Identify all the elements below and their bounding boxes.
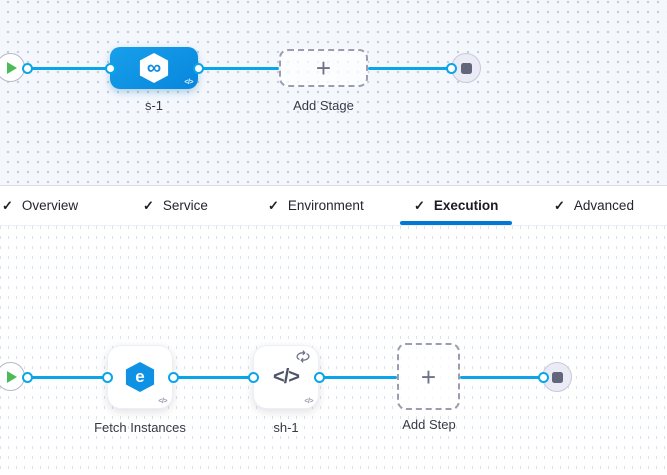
edge-sh1-to-addstep [319,375,397,379]
port-sh1-out [313,371,325,383]
plus-icon: + [420,361,437,392]
port-fetch-in [101,371,113,383]
port-sh1-in [247,371,259,383]
stop-icon [551,371,563,383]
port-end [445,62,457,74]
loop-strategy-icon [295,350,311,368]
port-exec-start [21,371,33,383]
add-step-label: Add Step [402,417,456,432]
stage-node-s1[interactable]: ∞ </> [110,47,198,89]
step-label-fetch-instances: Fetch Instances [94,420,186,435]
yaml-code-icon[interactable]: </> [158,398,167,405]
play-icon [7,370,17,383]
plus-icon: + [315,53,332,83]
edge-stage-to-addstage [198,66,279,70]
stage-config-tabbar: ✓ Overview ✓ Service ✓ Environment ✓ Exe… [0,185,667,226]
port-stage-out [192,62,204,74]
tab-service[interactable]: ✓ Service [143,197,208,214]
check-icon: ✓ [554,197,565,213]
port-stage-in [104,62,116,74]
step-node-fetch-instances[interactable]: e </> [107,345,173,409]
edge-addstep-to-end [460,375,543,379]
add-stage-button[interactable]: + [279,49,368,87]
tab-execution[interactable]: ✓ Execution [398,186,514,225]
port-start [21,62,33,74]
check-icon: ✓ [414,197,425,213]
tab-environment[interactable]: ✓ Environment [268,197,364,214]
stop-icon [460,62,472,74]
check-icon: ✓ [2,197,13,213]
add-stage-label: Add Stage [293,98,354,113]
yaml-code-icon[interactable]: </> [304,398,313,405]
active-tab-underline [400,221,513,225]
play-icon [7,61,17,74]
deploy-stage-icon: ∞ [139,53,169,83]
yaml-code-icon[interactable]: </> [184,79,193,86]
tab-overview[interactable]: ✓ Overview [2,197,79,214]
edge-start-to-stage [24,66,110,70]
add-step-button[interactable]: + [397,343,460,410]
step-label-sh1: sh-1 [273,420,299,435]
shell-script-icon: </> [273,365,300,388]
step-node-sh1[interactable]: </> </> [253,345,319,409]
edge-fetch-to-sh1 [173,375,253,379]
execution-canvas[interactable] [0,226,667,475]
pipeline-start-node[interactable] [0,53,25,82]
edge-start-to-fetch [24,375,107,379]
edge-addstage-to-end [368,66,452,70]
check-icon: ✓ [268,197,279,213]
stage-canvas[interactable]: ∞ </> s-1 + Add Stage [0,0,667,185]
tab-advanced[interactable]: ✓ Advanced [554,197,634,214]
fetch-instances-icon: e [125,362,155,392]
port-exec-end [537,371,549,383]
port-fetch-out [167,371,179,383]
check-icon: ✓ [143,197,154,213]
stage-label: s-1 [144,98,164,113]
